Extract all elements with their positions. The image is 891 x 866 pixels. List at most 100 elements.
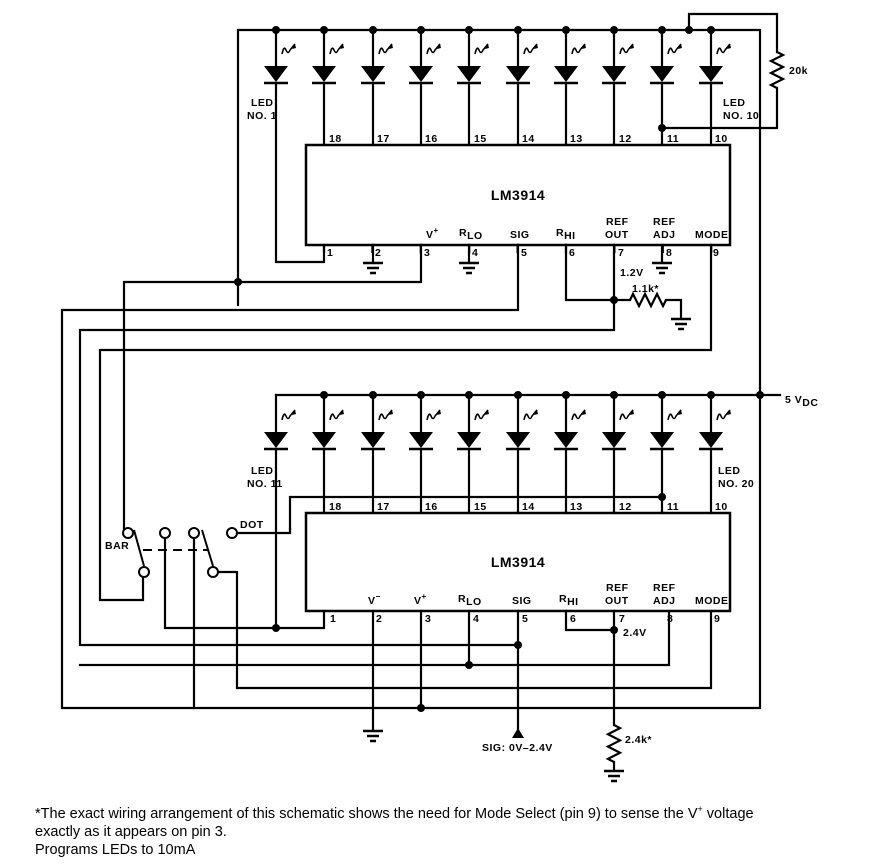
lower-label-mode: MODE: [695, 595, 729, 607]
upper-pin-16: 16: [425, 133, 438, 145]
light-emission-icon: [426, 43, 441, 55]
lower-pin-11: 11: [667, 501, 679, 513]
upper-ref-resistor-value: 1.1k*: [632, 283, 659, 295]
lower-led-17: [554, 409, 586, 451]
diode-triangle-icon: [409, 432, 433, 448]
light-emission-icon: [619, 409, 634, 421]
lower-refout-junction: [610, 626, 618, 634]
upper-bottom-pin-numbers: 1 2 3 4 5 6 7 8 9: [327, 247, 719, 259]
signal-input-label: SIG: 0V–2.4V: [482, 742, 553, 754]
upper-led-first-label-1: LED: [251, 97, 274, 109]
lower-label-ref-adj-1: REF: [653, 582, 676, 594]
light-emission-icon: [523, 43, 538, 55]
upper-pin-3: 3: [424, 247, 430, 259]
upper-led-anode-junction: [610, 26, 618, 34]
upper-led-4: [409, 43, 441, 85]
diode-triangle-icon: [457, 432, 481, 448]
diode-triangle-icon: [554, 432, 578, 448]
upper-label-ref-out-1: REF: [606, 216, 629, 228]
lower-label-vminus: V−: [368, 592, 381, 607]
lower-label-vplus: V+: [414, 592, 427, 607]
lower-pin11-bus: [288, 495, 664, 531]
upper-led-anode-junction: [320, 26, 328, 34]
upper-ref-resistor-icon: [629, 291, 667, 309]
lower-led-14: [409, 409, 441, 451]
lower-pin-18: 18: [329, 501, 342, 513]
pin11-feedback-junction: [658, 124, 666, 132]
lower-label-ref-adj-2: ADJ: [653, 595, 676, 607]
light-emission-icon: [281, 43, 296, 55]
switch-common2-to-lower-mode: [216, 570, 713, 690]
upper-label-sig: SIG: [510, 229, 530, 241]
upper-led-9: [650, 43, 682, 85]
lower-led-16: [506, 409, 538, 451]
lower-led-first-label-2: NO. 11: [247, 478, 283, 490]
upper-pin2-ground-icon: [363, 261, 383, 275]
lower-pin-10: 10: [715, 501, 728, 513]
light-emission-icon: [378, 43, 393, 55]
lower-pin-function-labels: V− V+ RLO SIG RHI REF OUT REF ADJ MODE: [368, 582, 729, 608]
upper-label-rlo: RLO: [459, 227, 483, 242]
lower-pin-16: 16: [425, 501, 438, 513]
junctions: [234, 26, 764, 712]
diode-triangle-icon: [264, 66, 288, 82]
light-emission-icon: [619, 43, 634, 55]
components: [122, 43, 786, 783]
lower-pin-13: 13: [570, 501, 583, 513]
switch-bar-label: BAR: [105, 540, 129, 552]
lower-led-anode-junction: [562, 391, 570, 399]
lower-pin-9: 9: [714, 613, 720, 625]
light-arrow-icon: [630, 410, 634, 415]
lower-pin-4: 4: [473, 613, 479, 625]
lower-top-pin-numbers: 18 17 16 15 14 13 12 11 10: [329, 501, 728, 513]
light-emission-icon: [329, 409, 344, 421]
lower-pin-3: 3: [425, 613, 431, 625]
upper-ref-voltage: 1.2V: [620, 267, 644, 279]
lower-led-13: [361, 409, 393, 451]
upper-pin-15: 15: [474, 133, 487, 145]
upper-led-5: [457, 43, 489, 85]
light-arrow-icon: [437, 410, 441, 415]
light-emission-icon: [571, 43, 586, 55]
footnote: *The exact wiring arrangement of this sc…: [35, 800, 754, 859]
diode-triangle-icon: [650, 66, 674, 82]
lower-label-rhi: RHI: [559, 593, 579, 608]
upper-pin6-to-refout: [564, 243, 616, 302]
upper-pin-2: 2: [375, 247, 381, 259]
lower-led-anode-junction: [514, 391, 522, 399]
light-arrow-icon: [292, 44, 296, 49]
upper-label-vplus: V+: [426, 226, 439, 241]
upper-pin-7: 7: [618, 247, 624, 259]
lower-ref-ground-icon: [604, 769, 624, 783]
upper-led-7: [554, 43, 586, 85]
light-emission-icon: [716, 409, 731, 421]
lower-pin4-junction: [465, 661, 473, 669]
upper-label-ref-adj-2: ADJ: [653, 229, 676, 241]
light-arrow-icon: [727, 44, 731, 49]
upper-led-2: [312, 43, 344, 85]
diode-triangle-icon: [361, 66, 385, 82]
lower-led-18: [602, 409, 634, 451]
lower-led-last-label-2: NO. 20: [718, 478, 754, 490]
diode-triangle-icon: [312, 432, 336, 448]
upper-label-ref-out-2: OUT: [605, 229, 629, 241]
lower-pin-14: 14: [522, 501, 535, 513]
upper-pin-12: 12: [619, 133, 632, 145]
diode-triangle-icon: [312, 66, 336, 82]
lower-led-anode-junction: [369, 391, 377, 399]
upper-pin3-to-bar-switch: [122, 243, 423, 537]
upper-led-last-label-2: NO. 10: [723, 110, 759, 122]
lower-pin-15: 15: [474, 501, 487, 513]
diode-triangle-icon: [457, 66, 481, 82]
bar-contact-icon: [122, 527, 134, 539]
lower-ic-lm3914: [304, 511, 732, 613]
lower-led-first-label-1: LED: [251, 465, 274, 477]
diode-triangle-icon: [699, 66, 723, 82]
switch-dot-label: DOT: [240, 519, 264, 531]
diode-triangle-icon: [264, 432, 288, 448]
lower-label-sig: SIG: [512, 595, 532, 607]
upper-refout-junction: [610, 296, 618, 304]
lower-pin6-to-refout: [564, 609, 616, 632]
upper-pin-17: 17: [377, 133, 390, 145]
upper-led-anode-junction: [369, 26, 377, 34]
